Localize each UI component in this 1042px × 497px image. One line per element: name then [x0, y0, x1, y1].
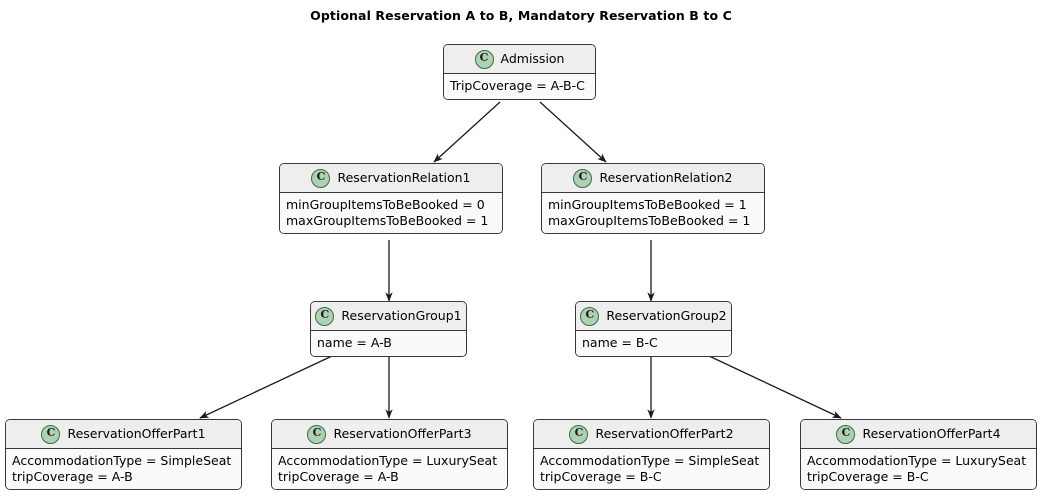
attribute-row: name = B-C: [582, 335, 658, 350]
class-attributes-reservation-group-1: name = A-B: [311, 331, 466, 356]
arrow-group1-to-offerpart1: [199, 355, 333, 419]
attribute-row: TripCoverage = A-B-C: [450, 78, 585, 93]
class-stereotype-icon: C: [307, 424, 327, 444]
arrow-admission-to-relation2: [539, 101, 607, 163]
class-name-reservation-offer-part-3: ReservationOfferPart3: [333, 426, 472, 441]
class-box-reservation-relation-1[interactable]: C ReservationRelation1 minGroupItemsToBe…: [279, 163, 503, 234]
attribute-row: AccommodationType = SimpleSeat: [12, 453, 232, 468]
attribute-row: minGroupItemsToBeBooked = 1: [548, 197, 747, 212]
class-attributes-reservation-offer-part-1: AccommodationType = SimpleSeat tripCover…: [6, 449, 241, 489]
attribute-row: name = A-B: [317, 335, 392, 350]
class-stereotype-icon: C: [836, 424, 856, 444]
diagram-title: Optional Reservation A to B, Mandatory R…: [310, 8, 732, 23]
class-name-reservation-group-1: ReservationGroup1: [341, 308, 462, 323]
class-attributes-reservation-offer-part-4: AccommodationType = LuxurySeat tripCover…: [801, 449, 1036, 489]
class-header-reservation-group-2: C ReservationGroup2: [576, 302, 731, 331]
class-header-reservation-relation-2: C ReservationRelation2: [542, 164, 764, 193]
class-stereotype-icon: C: [580, 306, 600, 326]
class-box-reservation-relation-2[interactable]: C ReservationRelation2 minGroupItemsToBe…: [541, 163, 765, 234]
class-header-reservation-offer-part-4: C ReservationOfferPart4: [801, 420, 1036, 449]
class-name-reservation-offer-part-4: ReservationOfferPart4: [862, 426, 1001, 441]
class-attributes-admission: TripCoverage = A-B-C: [444, 74, 595, 99]
class-box-reservation-offer-part-4[interactable]: C ReservationOfferPart4 AccommodationTyp…: [800, 419, 1037, 490]
class-name-admission: Admission: [500, 51, 565, 66]
class-stereotype-icon: C: [41, 424, 61, 444]
class-box-reservation-offer-part-1[interactable]: C ReservationOfferPart1 AccommodationTyp…: [5, 419, 242, 490]
class-box-reservation-group-1[interactable]: C ReservationGroup1 name = A-B: [310, 301, 467, 357]
attribute-row: maxGroupItemsToBeBooked = 1: [548, 212, 751, 228]
class-stereotype-icon: C: [315, 306, 335, 326]
attribute-row: tripCoverage = B-C: [807, 468, 929, 484]
class-header-reservation-offer-part-2: C ReservationOfferPart2: [534, 420, 769, 449]
class-name-reservation-offer-part-2: ReservationOfferPart2: [595, 426, 734, 441]
class-stereotype-icon: C: [569, 424, 589, 444]
class-header-admission: C Admission: [444, 45, 595, 74]
class-name-reservation-relation-2: ReservationRelation2: [599, 170, 733, 185]
class-attributes-reservation-group-2: name = B-C: [576, 331, 731, 356]
class-attributes-reservation-offer-part-3: AccommodationType = LuxurySeat tripCover…: [272, 449, 507, 489]
class-attributes-reservation-relation-2: minGroupItemsToBeBooked = 1 maxGroupItem…: [542, 193, 764, 233]
class-header-reservation-offer-part-3: C ReservationOfferPart3: [272, 420, 507, 449]
class-box-admission[interactable]: C Admission TripCoverage = A-B-C: [443, 44, 596, 100]
class-name-reservation-relation-1: ReservationRelation1: [337, 170, 471, 185]
arrow-admission-to-relation1: [433, 101, 501, 163]
attribute-row: AccommodationType = SimpleSeat: [540, 453, 760, 468]
class-box-reservation-offer-part-2[interactable]: C ReservationOfferPart2 AccommodationTyp…: [533, 419, 770, 490]
attribute-row: tripCoverage = A-B: [12, 468, 133, 484]
class-header-reservation-relation-1: C ReservationRelation1: [280, 164, 502, 193]
class-header-reservation-group-1: C ReservationGroup1: [311, 302, 466, 331]
attribute-row: minGroupItemsToBeBooked = 0: [286, 197, 485, 212]
attribute-row: AccommodationType = LuxurySeat: [807, 453, 1027, 468]
class-header-reservation-offer-part-1: C ReservationOfferPart1: [6, 420, 241, 449]
class-box-reservation-group-2[interactable]: C ReservationGroup2 name = B-C: [575, 301, 732, 357]
arrow-group2-to-offerpart4: [708, 355, 842, 419]
class-stereotype-icon: C: [311, 168, 331, 188]
class-box-reservation-offer-part-3[interactable]: C ReservationOfferPart3 AccommodationTyp…: [271, 419, 508, 490]
class-stereotype-icon: C: [474, 49, 494, 69]
class-name-reservation-group-2: ReservationGroup2: [606, 308, 727, 323]
attribute-row: maxGroupItemsToBeBooked = 1: [286, 212, 489, 228]
attribute-row: tripCoverage = B-C: [540, 468, 662, 484]
class-attributes-reservation-offer-part-2: AccommodationType = SimpleSeat tripCover…: [534, 449, 769, 489]
class-stereotype-icon: C: [573, 168, 593, 188]
class-attributes-reservation-relation-1: minGroupItemsToBeBooked = 0 maxGroupItem…: [280, 193, 502, 233]
attribute-row: tripCoverage = A-B: [278, 468, 399, 484]
attribute-row: AccommodationType = LuxurySeat: [278, 453, 498, 468]
class-name-reservation-offer-part-1: ReservationOfferPart1: [67, 426, 206, 441]
